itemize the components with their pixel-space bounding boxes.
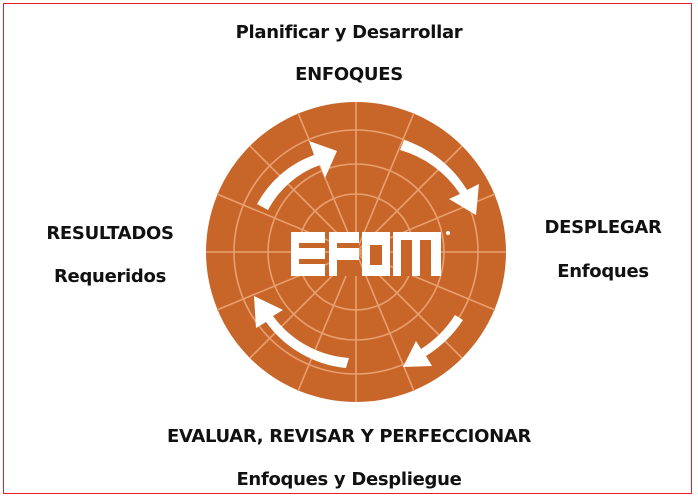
- label-required: Requeridos: [54, 266, 166, 287]
- label-plan-develop: Planificar y Desarrollar: [235, 22, 463, 43]
- label-deploy-approaches: Enfoques: [557, 261, 649, 282]
- label-approaches-deployment: Enfoques y Despliegue: [236, 469, 462, 490]
- cycle-arrows: [254, 140, 479, 368]
- radar-wheel: [206, 102, 506, 402]
- arrow-top-left-icon: [257, 141, 337, 210]
- EFQM-logo: [291, 231, 450, 276]
- label-deploy: DESPLEGAR: [544, 217, 662, 238]
- arrow-top-right-icon: [400, 140, 479, 215]
- label-assess-refine: EVALUAR, REVISAR Y PERFECCIONAR: [166, 426, 532, 447]
- arrow-bottom-left-icon: [254, 296, 349, 368]
- diagram-border: [3, 3, 692, 494]
- arrow-bottom-right-icon: [403, 315, 463, 367]
- label-approaches: ENFOQUES: [295, 64, 403, 85]
- label-results: RESULTADOS: [46, 223, 174, 244]
